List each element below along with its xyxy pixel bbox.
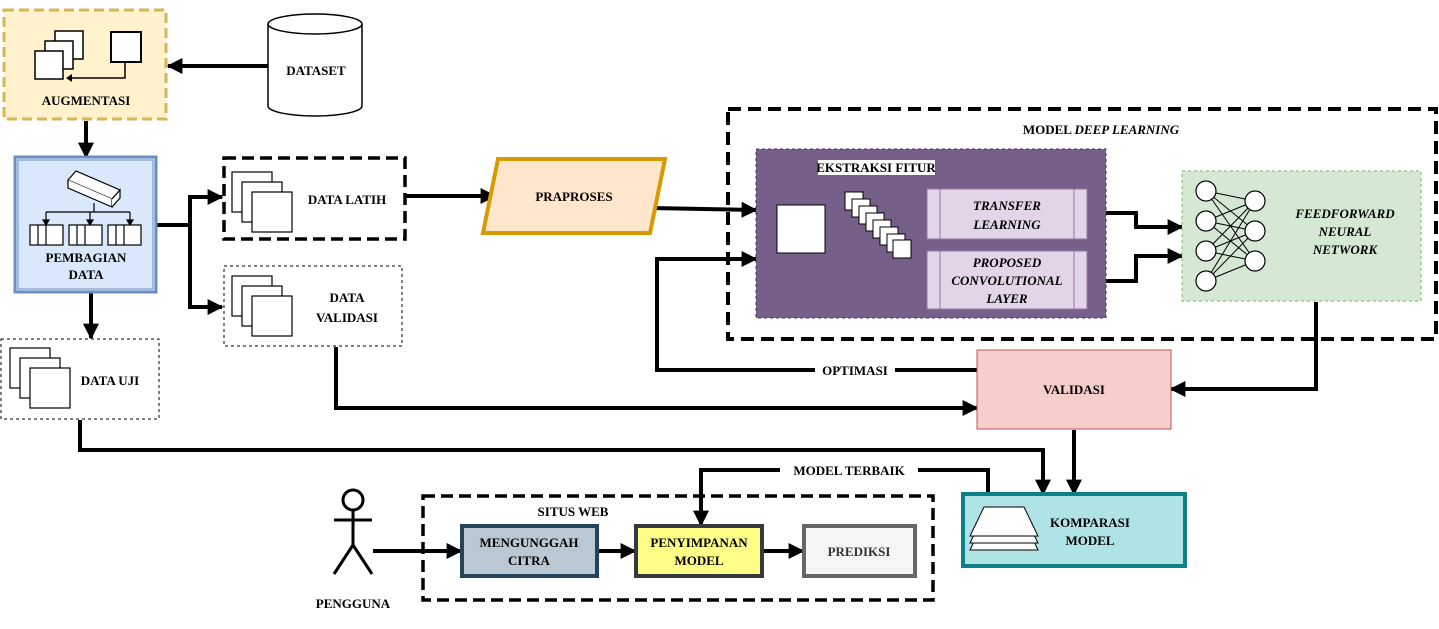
pengguna-label: PENGGUNA bbox=[316, 596, 391, 611]
edge-pembagian-datalatih bbox=[156, 189, 224, 227]
ffnn-label-line3: NETWORK bbox=[1312, 242, 1379, 257]
pengguna-node[interactable]: PENGGUNA bbox=[316, 488, 391, 611]
feature-maps-icon bbox=[844, 191, 912, 259]
penyimpanan-model-node[interactable]: PENYIMPANAN MODEL bbox=[634, 524, 764, 578]
komparasi-model-node[interactable]: KOMPARASI MODEL bbox=[961, 492, 1187, 568]
praproses-label: PRAPROSES bbox=[535, 189, 612, 204]
validasi-label: VALIDASI bbox=[1043, 382, 1105, 397]
data-validasi-label-line1: DATA bbox=[330, 290, 366, 305]
situs-web-container: SITUS WEB bbox=[421, 494, 935, 602]
mengunggah-label-line1: MENGUNGGAH bbox=[480, 535, 579, 550]
edge-datauji-komparasi bbox=[78, 420, 1051, 496]
transfer-learning-node[interactable]: TRANSFER LEARNING bbox=[926, 188, 1088, 240]
praproses-node[interactable]: PRAPROSES bbox=[480, 157, 668, 235]
database-icon bbox=[267, 13, 363, 117]
penyimpanan-label-line1: PENYIMPANAN bbox=[650, 535, 748, 550]
dataset-node[interactable]: DATASET bbox=[267, 13, 363, 117]
edge-label-optimasi: OPTIMASI bbox=[815, 362, 895, 378]
edge-label-model-terbaik: MODEL TERBAIK bbox=[780, 462, 918, 478]
svg-text:MODEL TERBAIK: MODEL TERBAIK bbox=[793, 463, 905, 478]
edge-pembagian-datavalidasi bbox=[188, 225, 224, 315]
svg-text:OPTIMASI: OPTIMASI bbox=[822, 363, 888, 378]
data-validasi-label-line2: VALIDASI bbox=[316, 310, 378, 325]
ffnn-label-line2: NEURAL bbox=[1318, 224, 1372, 239]
data-latih-node[interactable]: DATA LATIH bbox=[222, 156, 407, 241]
documents-icon bbox=[9, 347, 71, 409]
edge-praproses-ekstraksi bbox=[650, 201, 758, 218]
komparasi-label-line2: MODEL bbox=[1065, 533, 1114, 548]
proposed-label-line1: PROPOSED bbox=[973, 255, 1042, 270]
dataset-label: DATASET bbox=[286, 63, 346, 78]
proposed-label-line2: CONVOLUTIONAL bbox=[951, 273, 1062, 288]
model-deep-learning-container: MODEL DEEP LEARNING bbox=[726, 107, 1438, 341]
data-validasi-node[interactable]: DATA VALIDASI bbox=[223, 265, 403, 347]
validasi-node[interactable]: VALIDASI bbox=[976, 349, 1172, 430]
situs-web-title: SITUS WEB bbox=[538, 504, 609, 519]
prediksi-node[interactable]: PREDIKSI bbox=[802, 524, 917, 578]
penyimpanan-label-line2: MODEL bbox=[674, 553, 723, 568]
komparasi-label-line1: KOMPARASI bbox=[1050, 515, 1130, 530]
model-deep-learning-title: MODEL DEEP LEARNING bbox=[1023, 122, 1180, 137]
data-uji-node[interactable]: DATA UJI bbox=[0, 338, 160, 420]
proposed-convolutional-layer-node[interactable]: PROPOSED CONVOLUTIONAL LAYER bbox=[926, 250, 1088, 310]
neural-network-icon bbox=[1195, 180, 1266, 292]
ekstraksi-fitur-label: EKSTRAKSI FITUR bbox=[816, 160, 936, 175]
split-icon bbox=[29, 170, 142, 246]
image-icon bbox=[776, 204, 826, 254]
edge-proposed-ffnn bbox=[1087, 248, 1184, 283]
pembagian-label-line2: DATA bbox=[69, 267, 105, 282]
data-latih-label: DATA LATIH bbox=[308, 192, 386, 207]
transfer-label-line1: TRANSFER bbox=[973, 198, 1041, 213]
augmentasi-node[interactable]: AUGMENTASI bbox=[2, 8, 168, 121]
documents-icon bbox=[231, 171, 293, 233]
pembagian-data-node[interactable]: PEMBAGIAN DATA bbox=[13, 155, 158, 294]
augmentasi-label: AUGMENTASI bbox=[42, 93, 131, 108]
stack-icon bbox=[969, 506, 1039, 551]
prediksi-label: PREDIKSI bbox=[828, 544, 891, 559]
feedforward-neural-network-node[interactable]: FEEDFORWARD NEURAL NETWORK bbox=[1181, 170, 1422, 302]
person-icon bbox=[332, 488, 374, 575]
ffnn-label-line1: FEEDFORWARD bbox=[1294, 206, 1395, 221]
documents-icon bbox=[231, 275, 293, 337]
data-uji-label: DATA UJI bbox=[81, 373, 139, 388]
mengunggah-label-line2: CITRA bbox=[508, 553, 551, 568]
edge-datavalidasi-validasi bbox=[334, 347, 979, 416]
mengunggah-citra-node[interactable]: MENGUNGGAH CITRA bbox=[460, 524, 599, 578]
edge-ffnn-validasi bbox=[1169, 302, 1318, 397]
pembagian-label-line1: PEMBAGIAN bbox=[46, 250, 128, 265]
edge-transfer-ffnn bbox=[1087, 211, 1184, 235]
proposed-label-line3: LAYER bbox=[985, 291, 1028, 306]
transfer-label-line2: LEARNING bbox=[972, 217, 1041, 232]
augment-icon bbox=[34, 30, 142, 82]
